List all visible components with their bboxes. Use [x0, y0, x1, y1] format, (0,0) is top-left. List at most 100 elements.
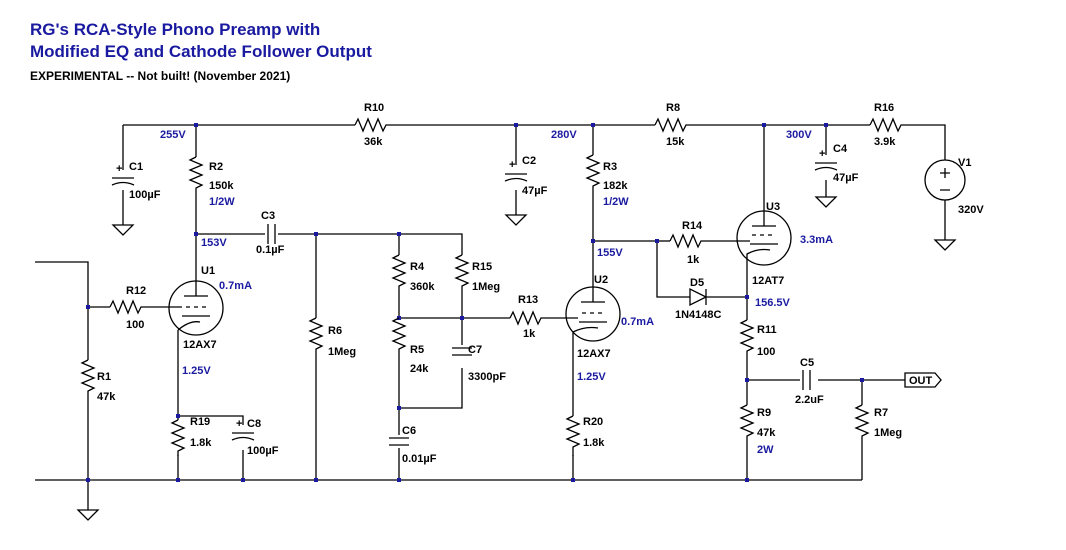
- ground-v1-symbol: [933, 239, 957, 251]
- r20-resistor-symbol: [565, 415, 581, 456]
- svg-text:+: +: [236, 418, 242, 430]
- u2-current: 0.7mA: [621, 316, 654, 328]
- u1-value: 12AX7: [183, 339, 217, 351]
- v1-voltage-source: [924, 159, 966, 201]
- c6-ref: C6: [402, 425, 416, 437]
- r6-value: 1Meg: [328, 346, 356, 358]
- r7-value: 1Meg: [874, 427, 902, 439]
- c3-ref: C3: [261, 210, 275, 222]
- wires: [35, 124, 946, 510]
- r16-ref: R16: [874, 102, 894, 114]
- ground-main-symbol: [76, 509, 100, 521]
- c8-value: 100µF: [247, 445, 279, 457]
- node-voltage-u2-cathode: 1.25V: [577, 371, 606, 383]
- r13-resistor-symbol: [509, 310, 545, 326]
- r4-value: 360k: [410, 281, 435, 293]
- c5-capacitor-symbol: [802, 370, 811, 390]
- svg-text:+: +: [509, 159, 515, 171]
- r12-ref: R12: [126, 285, 146, 297]
- v1-ref: V1: [958, 157, 971, 169]
- node-voltage-300v: 300V: [786, 129, 812, 141]
- output-label: OUT: [909, 375, 933, 387]
- r14-resistor-symbol: [669, 233, 712, 249]
- r20-value: 1.8k: [583, 437, 605, 449]
- c8-capacitor-symbol: +: [231, 418, 255, 441]
- c6-value: 0.01µF: [402, 453, 437, 465]
- c5-ref: C5: [800, 357, 814, 369]
- c2-value: 47µF: [522, 185, 548, 197]
- u3-ref: U3: [766, 201, 780, 213]
- c2-capacitor-symbol: +: [504, 159, 528, 182]
- c7-ref: C7: [468, 344, 482, 356]
- r1-ref: R1: [97, 371, 111, 383]
- node-voltage-u1-cathode: 1.25V: [182, 365, 211, 377]
- r2-value: 150k: [209, 180, 234, 192]
- node-voltage-153v: 153V: [201, 237, 227, 249]
- c3-capacitor-symbol: [267, 224, 276, 244]
- svg-text:+: +: [116, 163, 122, 175]
- r10-ref: R10: [364, 102, 384, 114]
- c4-value: 47µF: [833, 172, 859, 184]
- c8-ref: C8: [247, 418, 261, 430]
- r3-ref: R3: [603, 161, 617, 173]
- c5-value: 2.2uF: [795, 394, 824, 406]
- r15-ref: R15: [472, 261, 492, 273]
- r12-value: 100: [126, 319, 144, 331]
- node-voltage-156-5v: 156.5V: [755, 297, 791, 309]
- r9-resistor-symbol: [739, 404, 755, 445]
- r19-value: 1.8k: [190, 437, 212, 449]
- r20-ref: R20: [583, 416, 603, 428]
- d5-diode-symbol: [689, 287, 708, 307]
- ground-c4-symbol: [814, 196, 838, 208]
- u3-tube-symbol: [736, 210, 792, 266]
- r3-resistor-symbol: [585, 154, 601, 192]
- r10-value: 36k: [364, 136, 383, 148]
- r13-value: 1k: [523, 328, 536, 340]
- r8-ref: R8: [666, 102, 680, 114]
- title-line-2: Modified EQ and Cathode Follower Output: [30, 42, 372, 61]
- r9-ref: R9: [757, 407, 771, 419]
- r14-ref: R14: [682, 220, 703, 232]
- ground-c1-symbol: [111, 224, 135, 236]
- r1-resistor-symbol: [80, 359, 96, 400]
- junctions: [86, 123, 864, 482]
- r4-ref: R4: [410, 261, 425, 273]
- c1-capacitor-symbol: +: [111, 163, 135, 186]
- r6-ref: R6: [328, 325, 342, 337]
- r16-value: 3.9k: [874, 136, 896, 148]
- ground-c2-symbol: [504, 214, 528, 226]
- r19-ref: R19: [190, 416, 210, 428]
- r8-value: 15k: [666, 136, 685, 148]
- u3-current: 3.3mA: [800, 234, 833, 246]
- r13-ref: R13: [518, 294, 538, 306]
- r6-resistor-symbol: [308, 317, 324, 358]
- r15-resistor-symbol: [454, 254, 470, 292]
- r4-resistor-symbol: [391, 254, 407, 292]
- output-port-flag: [904, 372, 942, 388]
- r2-ref: R2: [209, 161, 223, 173]
- r2-resistor-symbol: [188, 156, 204, 192]
- c7-capacitor-symbol: [452, 347, 472, 356]
- r10-resistor-symbol: [354, 117, 390, 133]
- d5-ref: D5: [690, 277, 704, 289]
- subtitle: EXPERIMENTAL -- Not built! (November 202…: [30, 69, 290, 83]
- c2-ref: C2: [522, 155, 536, 167]
- r8-resistor-symbol: [654, 117, 690, 133]
- u3-value: 12AT7: [752, 275, 784, 287]
- r19-resistor-symbol: [170, 419, 186, 456]
- c4-ref: C4: [833, 143, 848, 155]
- r1-value: 47k: [97, 391, 116, 403]
- r3-value: 182k: [603, 180, 628, 192]
- r11-value: 100: [757, 346, 775, 358]
- r3-power: 1/2W: [603, 196, 629, 208]
- u1-current: 0.7mA: [219, 280, 252, 292]
- c1-ref: C1: [129, 161, 143, 173]
- r9-value: 47k: [757, 427, 776, 439]
- r7-resistor-symbol: [854, 404, 870, 440]
- u1-tube-symbol: [168, 280, 224, 338]
- r5-ref: R5: [410, 344, 424, 356]
- u2-ref: U2: [594, 274, 608, 286]
- node-voltage-155v: 155V: [597, 247, 623, 259]
- r9-power: 2W: [757, 444, 774, 456]
